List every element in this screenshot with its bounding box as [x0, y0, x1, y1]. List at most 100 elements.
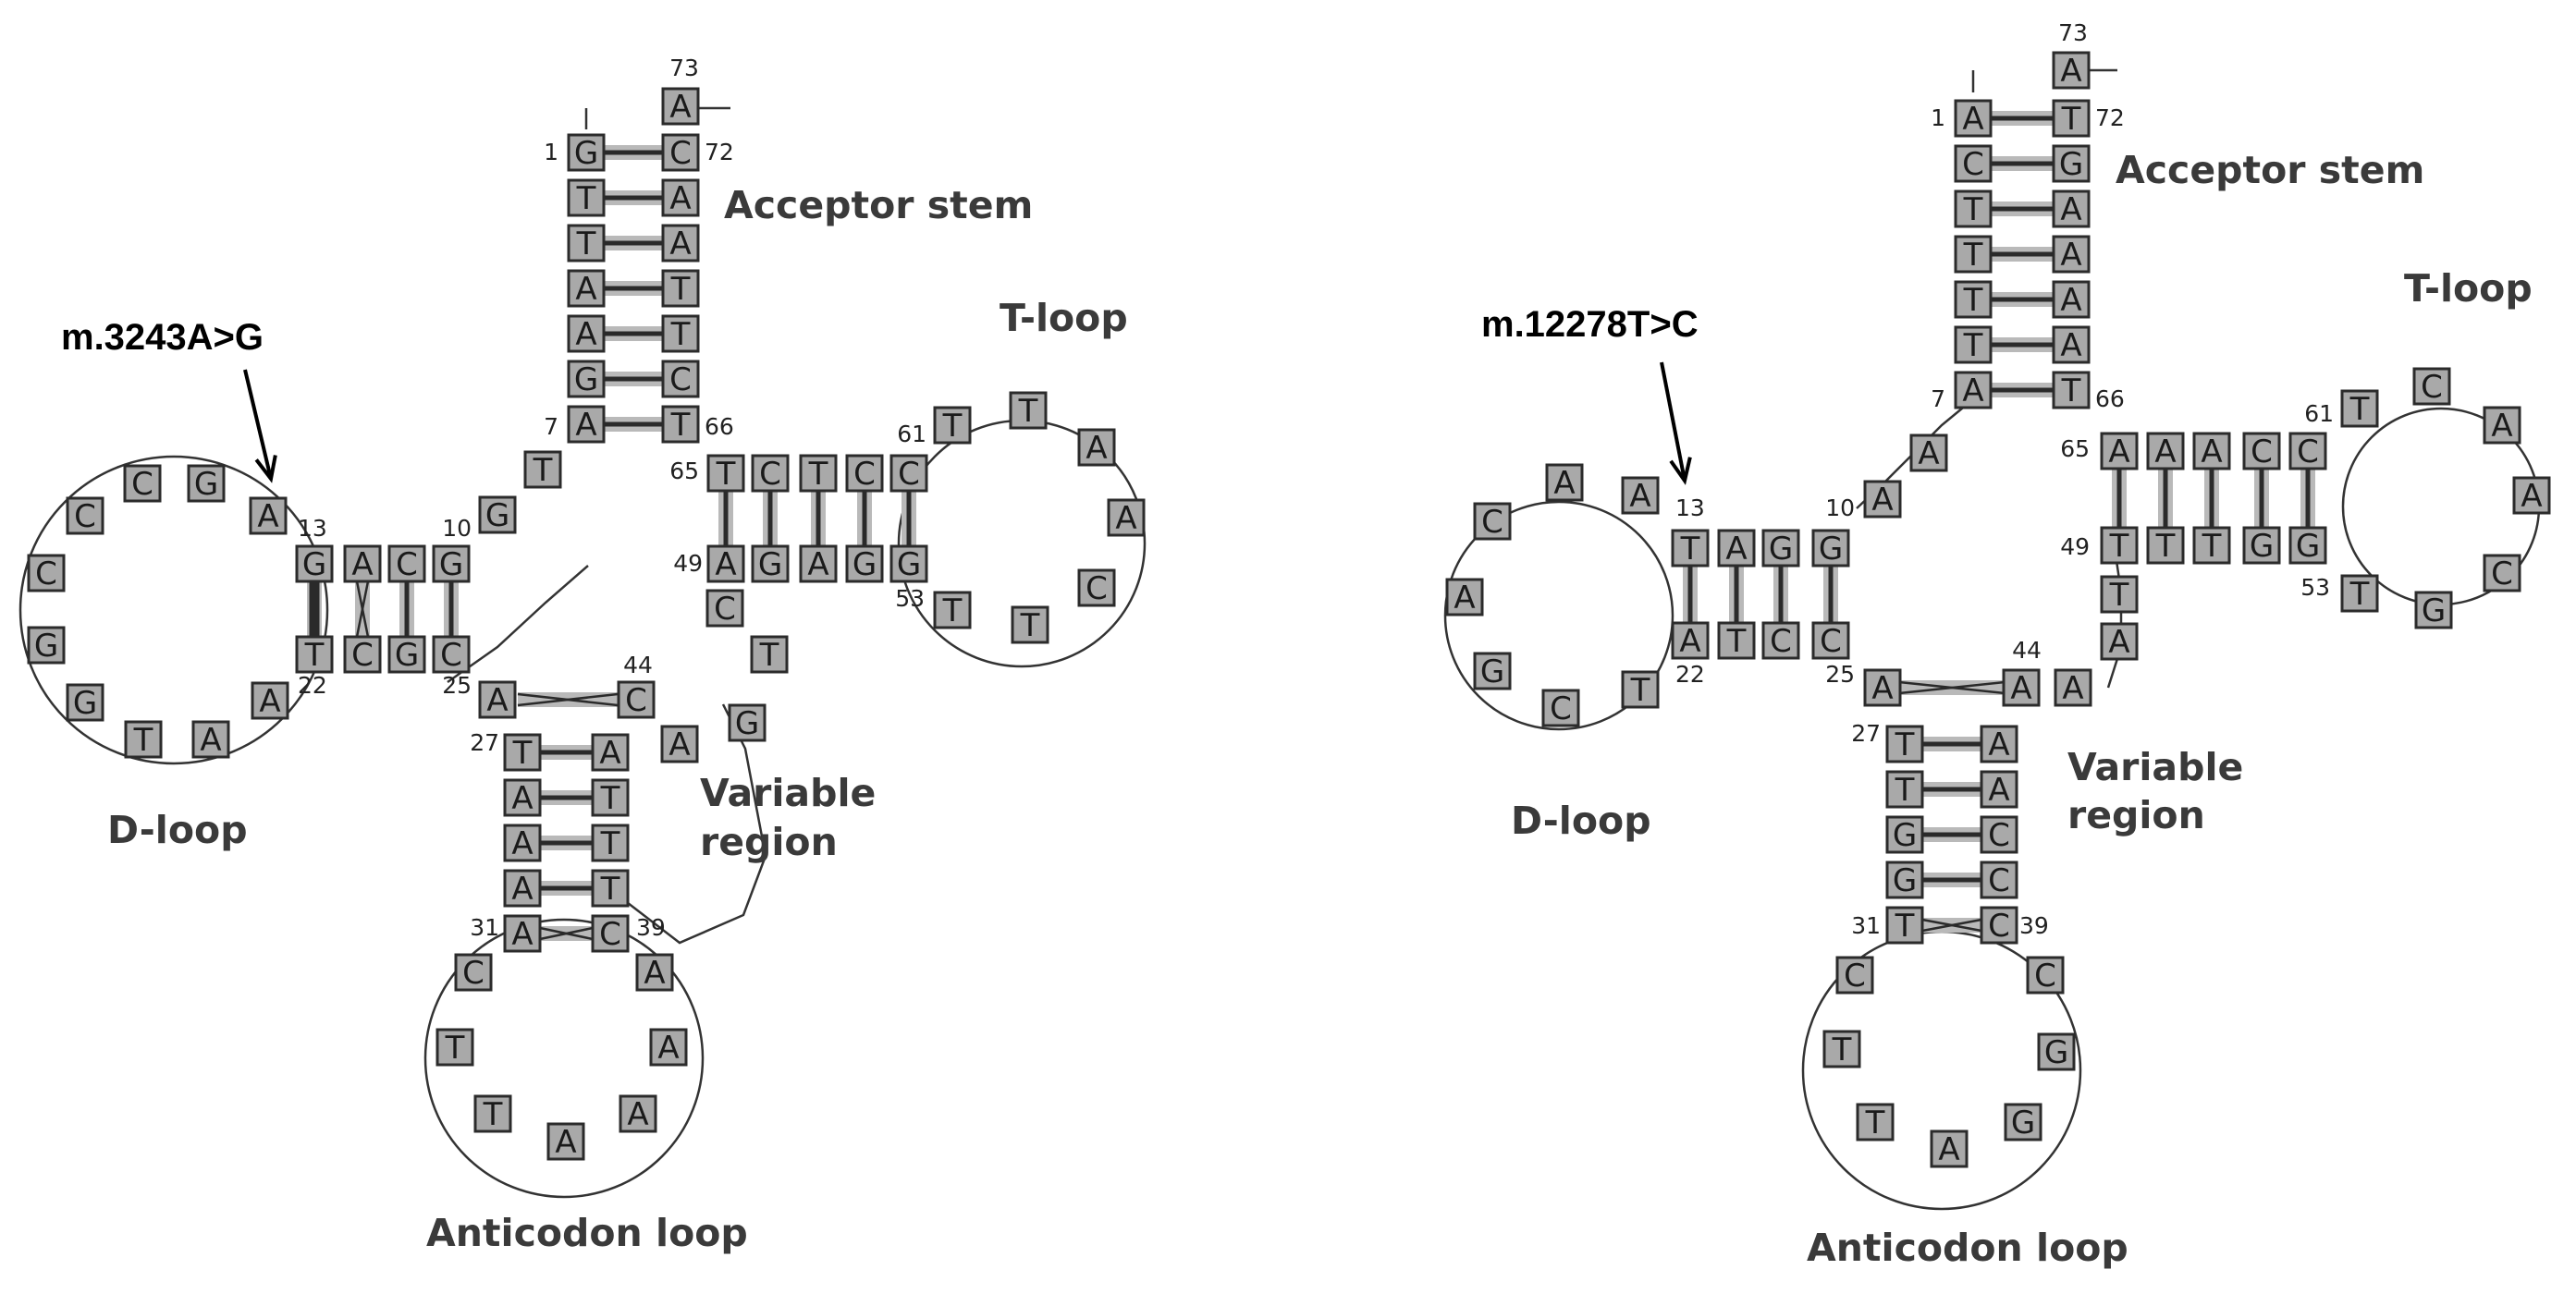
nucleotide-letter: C [1770, 623, 1792, 660]
acceptor-3p-nt: A [2052, 280, 2091, 319]
nucleotide-letter: C [2491, 555, 2513, 592]
position-number: 10 [442, 515, 472, 542]
t-loop-nt: A [2483, 406, 2521, 445]
t-stem-5p-nt: C [2242, 432, 2281, 470]
nucleotide-letter: G [1893, 862, 1917, 899]
t-stem-3p-nt: G [2288, 526, 2327, 565]
nucleotide-letter: T [533, 452, 553, 489]
d-loop-nt: C [1541, 689, 1580, 727]
nucleotide-letter: T [2061, 372, 2081, 409]
t-stem-3p-nt: G [751, 544, 790, 583]
nucleotide-letter: A [259, 683, 280, 720]
nucleotide-letter: A [657, 1030, 679, 1067]
anticodon-loop-nt: T [1856, 1103, 1895, 1141]
nucleotide-letter: A [2154, 433, 2176, 470]
d-loop-nt: G [1473, 652, 1512, 690]
nucleotide-letter: T [2349, 391, 2370, 428]
nucleotide-letter: A [2060, 282, 2081, 319]
anticodon-stem-nt: A [478, 680, 517, 719]
connector-nt: T [523, 450, 562, 489]
mutation-label: m.3243A>G [61, 317, 264, 358]
nucleotide-letter: C [1820, 623, 1842, 660]
nucleotide-letter: C [759, 456, 781, 493]
t-loop-nt: C [2412, 367, 2451, 406]
nucleotide-letter: G [574, 361, 598, 398]
nucleotide-letter: C [599, 916, 621, 953]
d-stem-3p-nt: C [432, 635, 471, 674]
variable-nt: T [750, 635, 789, 674]
nucleotide-letter: T [2202, 528, 2222, 565]
label-t-loop: T-loop [2404, 266, 2533, 311]
d-stem-3p-nt: C [1761, 621, 1800, 660]
anticodon-loop-nt: A [1930, 1129, 1969, 1168]
nucleotide-letter: G [194, 466, 218, 503]
nucleotide-letter: T [1963, 191, 1983, 228]
nucleotide-letter: A [1962, 101, 1983, 138]
nucleotide-letter: T [133, 722, 153, 759]
position-number: 73 [2058, 19, 2088, 46]
nucleotide-letter: C [1550, 690, 1572, 727]
anticodon-loop-nt: T [1822, 1030, 1861, 1068]
nucleotide-letter: A [2108, 433, 2129, 470]
nucleotide-letter: T [600, 825, 620, 862]
anticodon-stem-5p-nt: A [503, 824, 542, 862]
connector-nt: A [1863, 480, 1902, 519]
acceptor-3p-nt: A [2052, 325, 2091, 364]
anticodon-stem-3p-nt: C [1980, 906, 2018, 945]
nucleotide-letter: G [1769, 531, 1793, 568]
position-number: 1 [544, 139, 558, 165]
nucleotide-letter: A [555, 1124, 576, 1161]
nucleotide-letter: C [131, 466, 153, 503]
acceptor-5p-nt: T [1954, 325, 1993, 364]
anticodon-stem-nt: A [1863, 668, 1902, 707]
position-number: 72 [705, 139, 734, 165]
d-stem-5p-nt: G [432, 544, 471, 583]
d-loop-nt: C [123, 464, 162, 503]
nucleotide-letter: T [600, 871, 620, 908]
acceptor-3p-nt: A [2052, 189, 2091, 228]
nucleotide-letter: A [715, 546, 736, 583]
position-number: 31 [1851, 912, 1881, 939]
base-pair-bond [539, 926, 594, 941]
nucleotide-letter: C [1988, 862, 2010, 899]
t-stem-3p-nt: T [2192, 526, 2231, 565]
acceptor-5p-nt: A [567, 405, 606, 444]
acceptor-5p-nt: G [567, 360, 606, 398]
position-number: 66 [705, 413, 734, 440]
position-number: 49 [2060, 533, 2090, 560]
label-t-loop: T-loop [1000, 296, 1128, 340]
position-number: 39 [2019, 912, 2049, 939]
nucleotide-letter: C [625, 682, 647, 719]
nucleotide-letter: T [304, 637, 325, 674]
acceptor-5p-nt: T [1954, 189, 1993, 228]
nucleotide-73: A [661, 87, 700, 126]
position-number: 25 [1825, 661, 1855, 688]
nucleotide-letter: A [2010, 670, 2031, 707]
nucleotide-letter: A [2108, 624, 2129, 661]
d-loop-nt: C [66, 496, 104, 535]
acceptor-3p-nt: C [661, 360, 700, 398]
nucleotide-letter: A [1988, 726, 2009, 763]
nucleotide-letter: A [2060, 327, 2081, 364]
loop-backbone [423, 918, 705, 1199]
t-stem-5p-nt: C [2288, 432, 2327, 470]
nucleotide-letter: G [2296, 528, 2320, 565]
t-stem-3p-nt: A [706, 544, 745, 583]
label-anticodon-loop: Anticodon loop [1807, 1226, 2128, 1270]
nucleotide-letter: A [1871, 670, 1893, 707]
d-stem-3p-nt: A [1671, 621, 1710, 660]
t-loop-nt: C [1077, 568, 1116, 607]
nucleotide-letter: C [2034, 958, 2056, 995]
nucleotide-letter: T [483, 1096, 503, 1133]
t-stem-3p-nt: T [2100, 526, 2139, 565]
nucleotide-letter: T [1895, 908, 1915, 945]
backbone-line [2106, 554, 2123, 689]
t-stem-5p-nt: T [706, 454, 745, 493]
base-pair-bond [1898, 680, 2006, 695]
anticodon-stem-3p-nt: A [1980, 770, 2018, 809]
d-stem-3p-nt: T [295, 635, 334, 674]
label-acceptor-stem: Acceptor stem [724, 183, 1033, 227]
loop-backbone [18, 455, 329, 765]
position-number: 61 [897, 421, 926, 447]
